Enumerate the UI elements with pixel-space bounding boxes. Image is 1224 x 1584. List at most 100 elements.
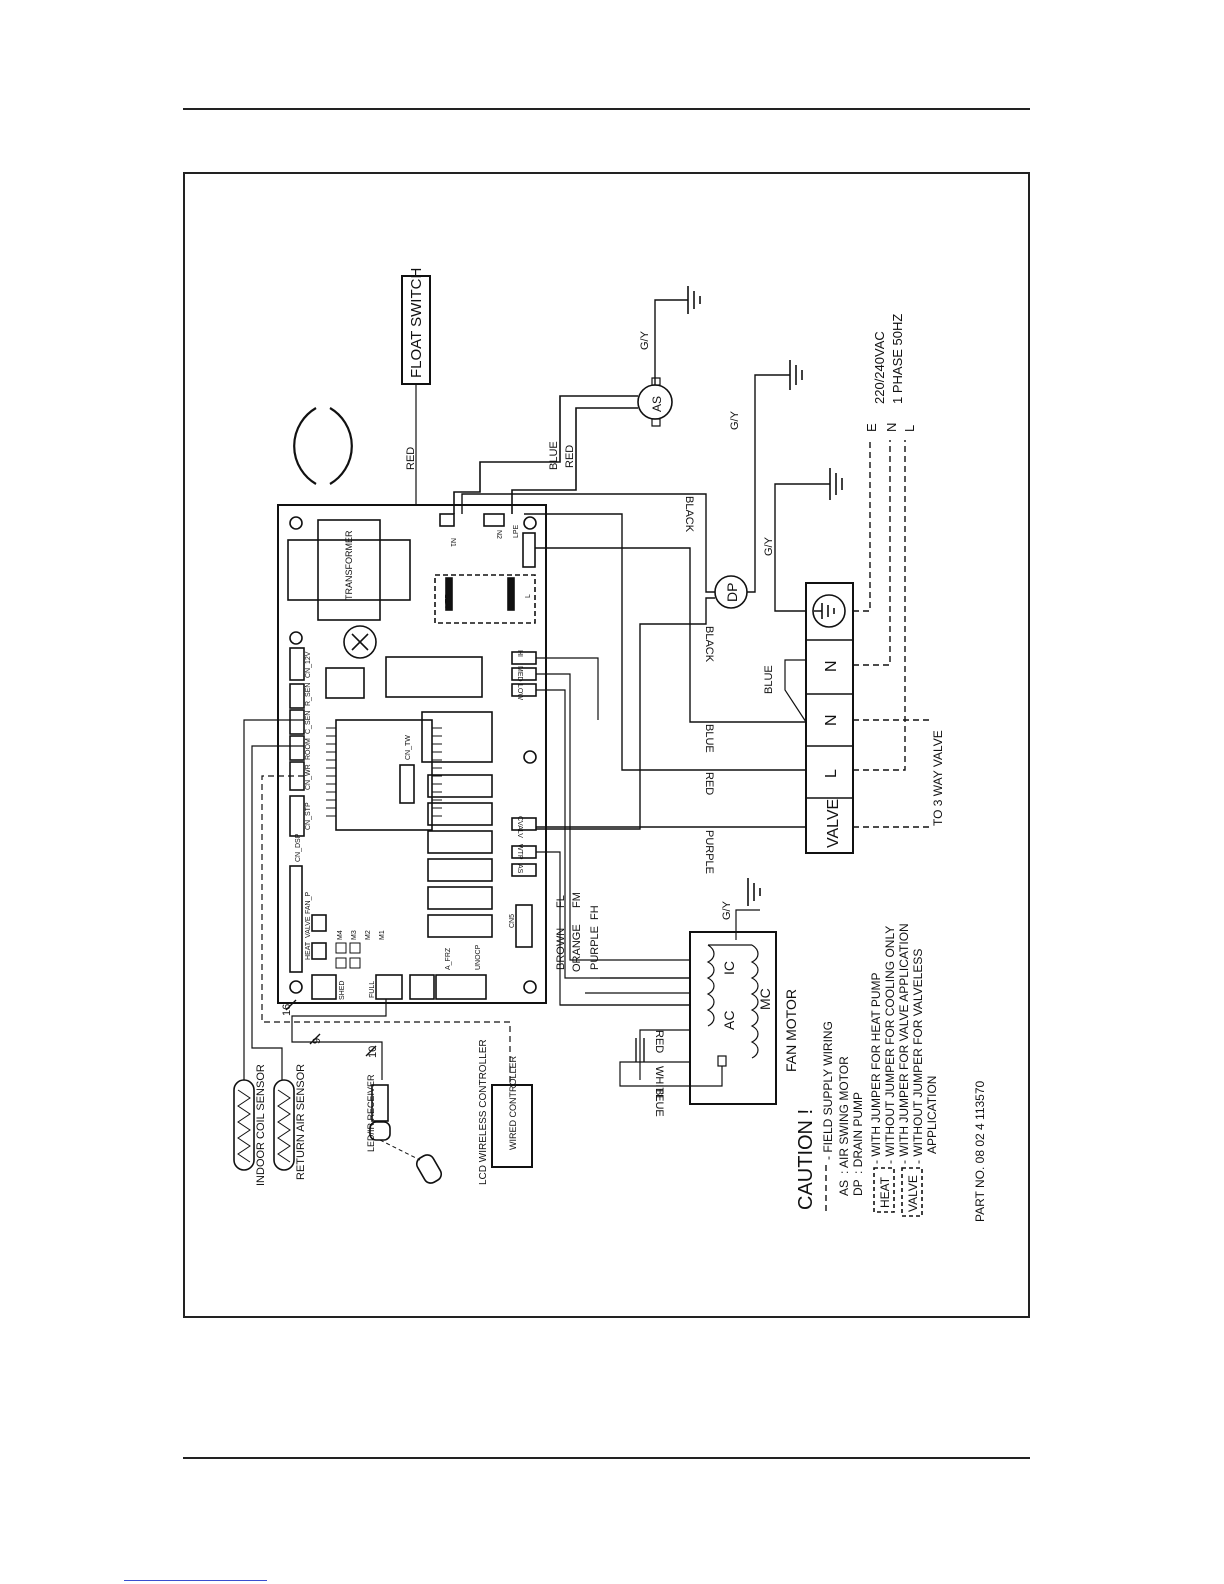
transformer-label: TRANSFORMER [344, 530, 354, 600]
motor-ac-label: AC [721, 1011, 737, 1030]
pcb-mount-hole [523, 750, 537, 764]
relay [427, 774, 493, 798]
supply-label-l: L [902, 425, 917, 432]
board-label-cn-stp: CN_STP [305, 802, 312, 830]
led-ir-label: LED/IR RECEIVER [366, 1074, 376, 1152]
wire-label-fl: FL [555, 895, 567, 908]
wire-label-white: WHITE [653, 1066, 665, 1101]
legend-heat-box [873, 1167, 895, 1213]
wire-label-gy-dp: G/Y [729, 410, 741, 430]
board-label-n1: N1 [449, 538, 456, 547]
wired-controller [491, 1084, 533, 1168]
pcb-board [277, 504, 547, 1004]
pcb-mount-hole [523, 516, 537, 530]
relay [427, 830, 493, 854]
connector-cn-stp [289, 795, 305, 837]
wire-label-brown: BROWN [555, 928, 567, 970]
legend-as-desc: : AIR SWING MOTOR [837, 1056, 851, 1174]
fan-motor [689, 931, 777, 1105]
board-label-cvalv: CVALV [516, 816, 523, 838]
wire-label-fh: FH [589, 905, 601, 920]
legend-heat-without: - WITHOUT JUMPER FOR COOLING ONLY [883, 926, 897, 1164]
connector-cvalv [511, 817, 537, 831]
connector-n1 [439, 513, 455, 527]
board-label-wtp: WTP [516, 844, 523, 860]
wire-label-purple-fan: PURPLE [589, 926, 601, 970]
board-label-r-sen: R_SEN [305, 683, 312, 706]
wire-count-10: 10 [367, 1046, 379, 1058]
board-label-cn-12v: CN_12V [305, 651, 312, 678]
board-label-med: MED [516, 666, 523, 682]
legend-valve-box-label: VALVE [906, 1175, 920, 1212]
connector-wtp [511, 845, 537, 859]
wire-label-fm: FM [571, 892, 583, 908]
board-label-room: ROOM [305, 738, 312, 760]
connector-low [511, 683, 537, 697]
footer-rule [183, 1457, 1030, 1459]
fan-motor-label: FAN MOTOR [783, 989, 799, 1072]
diagram-frame [183, 172, 1030, 1318]
float-switch-label: FLOAT SWITCH [408, 268, 425, 378]
motor-ic-label: IC [721, 961, 737, 975]
legend-valve-without: - WITHOUT JUMPER FOR VALVELESS [911, 949, 925, 1164]
legend-heat-with: - WITH JUMPER FOR HEAT PUMP [869, 972, 883, 1164]
board-label-cn-dsp: CN_DSP [295, 833, 302, 862]
wire-label-gy-as: G/Y [639, 330, 651, 350]
terminal-block [805, 582, 854, 854]
board-label-cn-tw: CN_TW [405, 735, 412, 760]
connector-room [289, 735, 305, 761]
relay [427, 914, 493, 938]
connector-cn-dsp [289, 865, 303, 973]
relay-htr-outline [434, 574, 536, 624]
connector-a-frz [409, 974, 435, 1000]
board-label-full: FULL [369, 981, 376, 998]
part-number: PART NO. 08 02 4 113570 [973, 1080, 987, 1222]
wire-label-red-float: RED [405, 447, 417, 470]
board-label-as: AS [516, 864, 523, 874]
wire-count-9: 9 [311, 1038, 323, 1044]
board-label-a-frz: A_FRZ [445, 947, 452, 970]
drain-pump-label: DP [724, 583, 740, 602]
to-3-way-valve-label: TO 3 WAY VALVE [931, 730, 945, 826]
board-label-cn5: CN5 [509, 914, 516, 928]
board-label-lpe: LPE [513, 524, 520, 538]
pcb-mount-hole [289, 980, 303, 994]
wire-label-gy-fan: G/Y [721, 900, 733, 920]
capacitor [325, 667, 365, 699]
terminal-label-l: L [823, 769, 840, 778]
return-air-sensor [273, 1079, 295, 1171]
supply-label-e: E [864, 423, 879, 432]
connector-c-sen [289, 709, 305, 735]
legend-dp-key: DP [851, 1179, 865, 1196]
board-label-m1: M1 [379, 930, 386, 940]
legend-valve-without-2: APPLICATION [925, 1076, 939, 1154]
supply-phase: 1 PHASE 50HZ [890, 314, 905, 404]
wire-label-black-dp: BLACK [703, 626, 715, 663]
connector-r-sen [289, 683, 305, 709]
heatsink [385, 656, 483, 698]
board-label-n2: N2 [495, 530, 502, 539]
relay [427, 858, 493, 882]
relay-block [421, 711, 493, 763]
wire-label-blue-mid: BLUE [703, 724, 715, 753]
pcb-mount-hole [523, 980, 537, 994]
board-label-valve: VALVE [305, 916, 312, 938]
fuse-component [343, 625, 377, 659]
wire-label-orange: ORANGE [571, 924, 583, 972]
board-label-unocp: UNOCP [475, 944, 482, 970]
terminal-label-n1: N [823, 714, 840, 726]
board-label-l: L [525, 594, 532, 598]
wire-label-blue-block: BLUE [763, 665, 775, 694]
connector-hi [511, 651, 537, 665]
board-label-m3: M3 [351, 930, 358, 940]
legend-dp-desc: : DRAIN PUMP [851, 1092, 865, 1174]
indoor-coil-sensor [233, 1079, 255, 1171]
transformer-core [287, 539, 411, 601]
dashed-cover-outline [293, 407, 317, 485]
earth-terminal [812, 594, 846, 628]
board-label-cn-wr: CN_WR [305, 764, 312, 790]
board-label-m4: M4 [337, 930, 344, 940]
relay [427, 886, 493, 910]
board-label-c-sen: C_SEN [305, 711, 312, 734]
board-label-low: LOW [516, 684, 523, 700]
